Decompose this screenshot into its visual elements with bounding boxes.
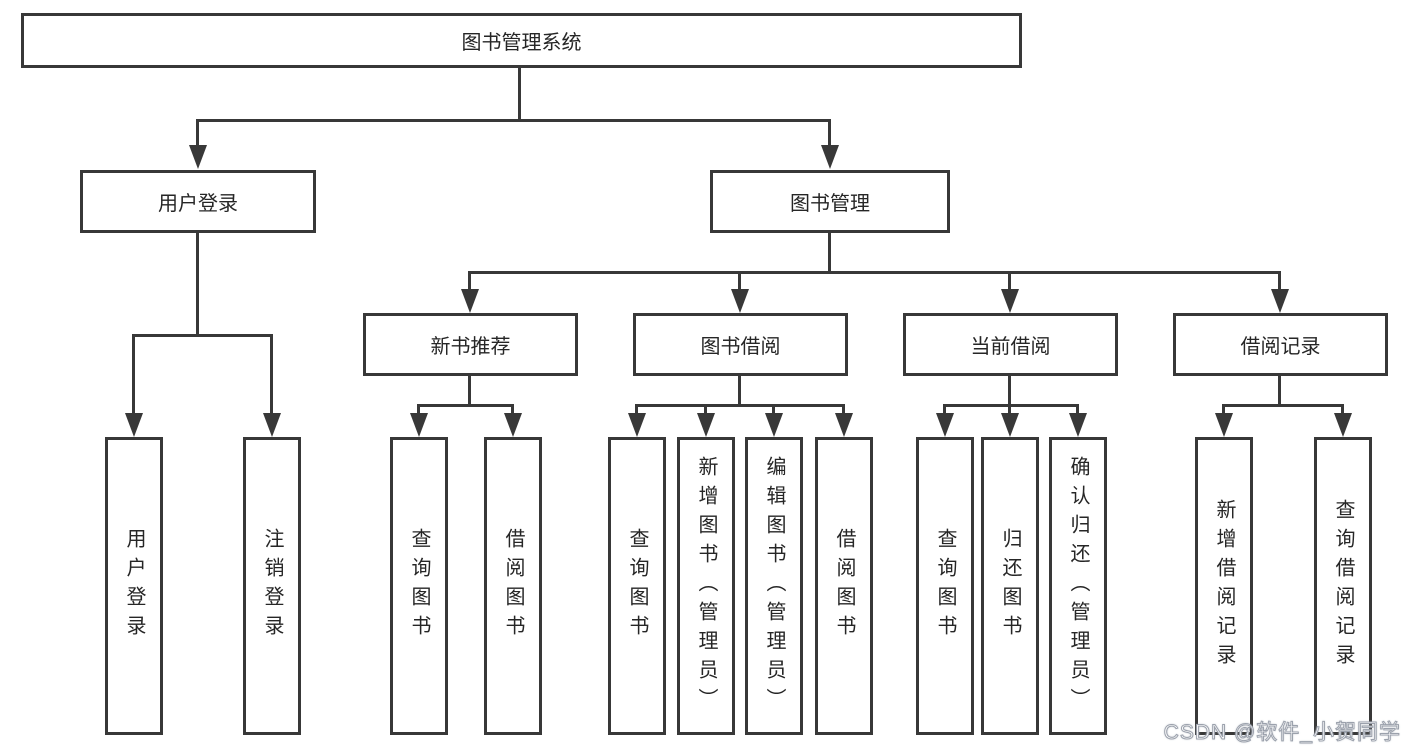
arrowhead <box>410 413 428 437</box>
arrowhead <box>731 289 749 313</box>
leaf-query-books-recommend: 查询图书 <box>390 437 448 735</box>
node-new-book-recommendation: 新书推荐 <box>363 313 578 376</box>
connector-arrow-stem <box>635 404 638 416</box>
leaf-add-books-admin: 新增图书（管理员） <box>677 437 735 735</box>
arrowhead <box>504 413 522 437</box>
leaf-user-login: 用户登录 <box>105 437 163 735</box>
arrowhead <box>1069 413 1087 437</box>
connector-arrow-stem <box>417 404 420 416</box>
leaf-query-books-borrowing: 查询图书 <box>608 437 666 735</box>
leaf-confirm-return-admin: 确认归还（管理员） <box>1049 437 1107 735</box>
node-book-management: 图书管理 <box>710 170 950 233</box>
node-root: 图书管理系统 <box>21 13 1022 68</box>
arrowhead <box>461 289 479 313</box>
connector-arrow-stem <box>196 119 199 147</box>
arrowhead <box>189 145 207 169</box>
connector-arrow-stem <box>132 334 135 415</box>
connector-rail <box>635 404 845 407</box>
connector-user-login-stem <box>196 233 199 337</box>
arrowhead <box>263 413 281 437</box>
node-borrowing-records: 借阅记录 <box>1173 313 1388 376</box>
connector-arrow-stem <box>943 404 946 416</box>
connector-stem <box>1008 376 1011 407</box>
connector-rail <box>417 404 514 407</box>
leaf-add-borrow-record: 新增借阅记录 <box>1195 437 1253 735</box>
arrowhead <box>936 413 954 437</box>
connector-arrow-stem <box>772 404 775 416</box>
connector-root-stem <box>518 68 521 122</box>
arrowhead <box>821 145 839 169</box>
leaf-query-borrow-record: 查询借阅记录 <box>1314 437 1372 735</box>
leaf-borrow-books-recommend: 借阅图书 <box>484 437 542 735</box>
arrowhead <box>1215 413 1233 437</box>
connector-arrow-stem <box>828 119 831 147</box>
node-book-borrowing: 图书借阅 <box>633 313 848 376</box>
leaf-edit-books-admin: 编辑图书（管理员） <box>745 437 803 735</box>
connector-arrow-stem <box>842 404 845 416</box>
connector-level2-rail <box>196 119 831 122</box>
csdn-watermark: CSDN @软件_小贺同学 <box>1163 721 1401 745</box>
connector-arrow-stem <box>1008 271 1011 293</box>
arrowhead <box>125 413 143 437</box>
leaf-logout: 注销登录 <box>243 437 301 735</box>
connector-arrow-stem <box>1008 404 1011 416</box>
connector-level3-rail <box>468 271 1281 274</box>
arrowhead <box>835 413 853 437</box>
arrowhead <box>1334 413 1352 437</box>
node-user-login: 用户登录 <box>80 170 316 233</box>
arrowhead <box>1001 413 1019 437</box>
leaf-query-books-current: 查询图书 <box>916 437 974 735</box>
connector-stem <box>738 376 741 407</box>
leaf-return-books: 归还图书 <box>981 437 1039 735</box>
arrowhead <box>1271 289 1289 313</box>
connector-arrow-stem <box>468 271 471 293</box>
arrowhead <box>1001 289 1019 313</box>
connector-arrow-stem <box>1278 271 1281 293</box>
arrowhead <box>628 413 646 437</box>
connector-arrow-stem <box>704 404 707 416</box>
connector-book-mgmt-stem <box>828 233 831 274</box>
connector-arrow-stem <box>1222 404 1225 416</box>
connector-user-login-rail <box>132 334 273 337</box>
connector-arrow-stem <box>270 334 273 415</box>
connector-arrow-stem <box>1341 404 1344 416</box>
connector-stem <box>1278 376 1281 407</box>
connector-arrow-stem <box>511 404 514 416</box>
leaf-borrow-books-borrowing: 借阅图书 <box>815 437 873 735</box>
node-current-borrowing: 当前借阅 <box>903 313 1118 376</box>
connector-rail <box>1222 404 1344 407</box>
arrowhead <box>697 413 715 437</box>
connector-stem <box>468 376 471 407</box>
arrowhead <box>765 413 783 437</box>
connector-arrow-stem <box>1076 404 1079 416</box>
connector-rail <box>943 404 1079 407</box>
connector-arrow-stem <box>738 271 741 293</box>
